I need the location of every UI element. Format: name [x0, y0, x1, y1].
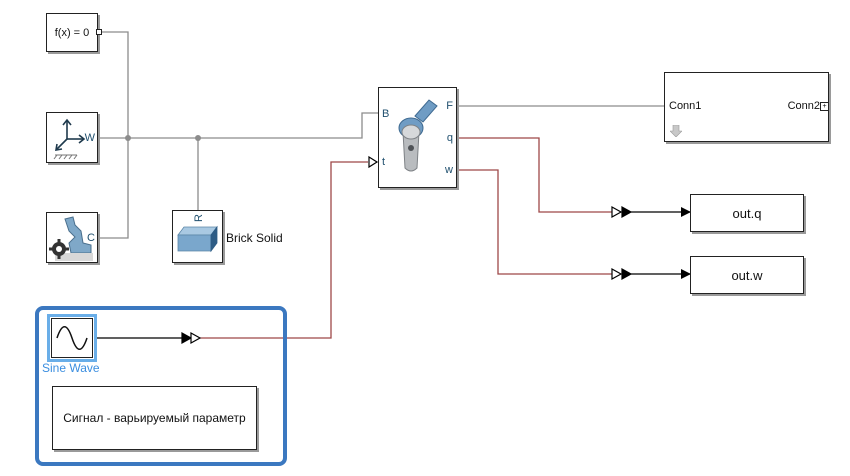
line-w-out[interactable]: [456, 169, 612, 275]
joint-port-t: t: [382, 156, 386, 168]
solver-configuration-label: f(x) = 0: [54, 26, 90, 39]
solver-configuration-block[interactable]: f(x) = 0: [46, 13, 98, 52]
selection-frame: [35, 306, 287, 466]
out-w-block[interactable]: out.w: [690, 256, 804, 294]
ps-s-converter-w-out: [621, 267, 633, 281]
joint-port-q: q: [446, 132, 453, 144]
junction-dot: [195, 135, 201, 141]
subsystem-port-square: +: [820, 102, 829, 111]
sine-wave-block[interactable]: [51, 318, 93, 358]
sine-wave-label: Sine Wave: [42, 361, 100, 375]
out-q-label: out.q: [732, 205, 762, 221]
brick-solid-icon: [177, 225, 218, 253]
simulink-signal-lines: [96, 207, 691, 339]
sine-wave-icon: [56, 326, 88, 350]
ps-s-converter-w[interactable]: [611, 267, 623, 281]
mechanism-config-icon: [49, 216, 93, 261]
sine-wave-selection-highlight: [47, 314, 97, 362]
ps-signal-lines: [200, 137, 612, 339]
joint-port-w: w: [445, 164, 453, 176]
out-w-label: out.w: [731, 267, 763, 283]
world-frame-icon: [53, 118, 86, 160]
solver-port-square: [96, 29, 102, 35]
mechanism-config-port-label: C: [87, 232, 95, 244]
line-sine-to-t[interactable]: [200, 161, 368, 339]
down-arrow-icon: [670, 125, 682, 137]
line-world-to-joint[interactable]: [98, 112, 378, 139]
line-q-out[interactable]: [456, 137, 612, 213]
out-q-block[interactable]: out.q: [690, 194, 804, 232]
joint-port-b: B: [382, 108, 390, 120]
annotation-text: Сигнал - варьируемый параметр: [63, 411, 246, 425]
annotation-area[interactable]: Сигнал - варьируемый параметр: [52, 386, 257, 450]
subsystem-block[interactable]: Conn1 Conn2 +: [664, 72, 829, 142]
joint-port-f: F: [446, 100, 453, 112]
world-frame-port-label: W: [84, 132, 95, 144]
s-ps-converter-sine[interactable]: [190, 331, 202, 345]
revolute-joint-icon: [398, 99, 438, 172]
world-frame-block[interactable]: W: [46, 112, 98, 163]
junction-dot: [125, 135, 131, 141]
ps-s-converter-q[interactable]: [611, 205, 623, 219]
revolute-joint-block[interactable]: B t F q w: [378, 87, 457, 188]
ps-s-converter-q-out: [621, 205, 633, 219]
brick-solid-block[interactable]: R: [172, 210, 223, 263]
subsystem-port-conn2: Conn2: [787, 100, 820, 112]
input-port-t: [368, 155, 379, 169]
brick-solid-label: Brick Solid: [226, 231, 283, 245]
mechanism-configuration-block[interactable]: C: [46, 212, 98, 263]
converter-ports: [181, 155, 633, 345]
subsystem-port-conn1: Conn1: [669, 100, 702, 112]
line-solver-to-bus[interactable]: [98, 31, 129, 239]
